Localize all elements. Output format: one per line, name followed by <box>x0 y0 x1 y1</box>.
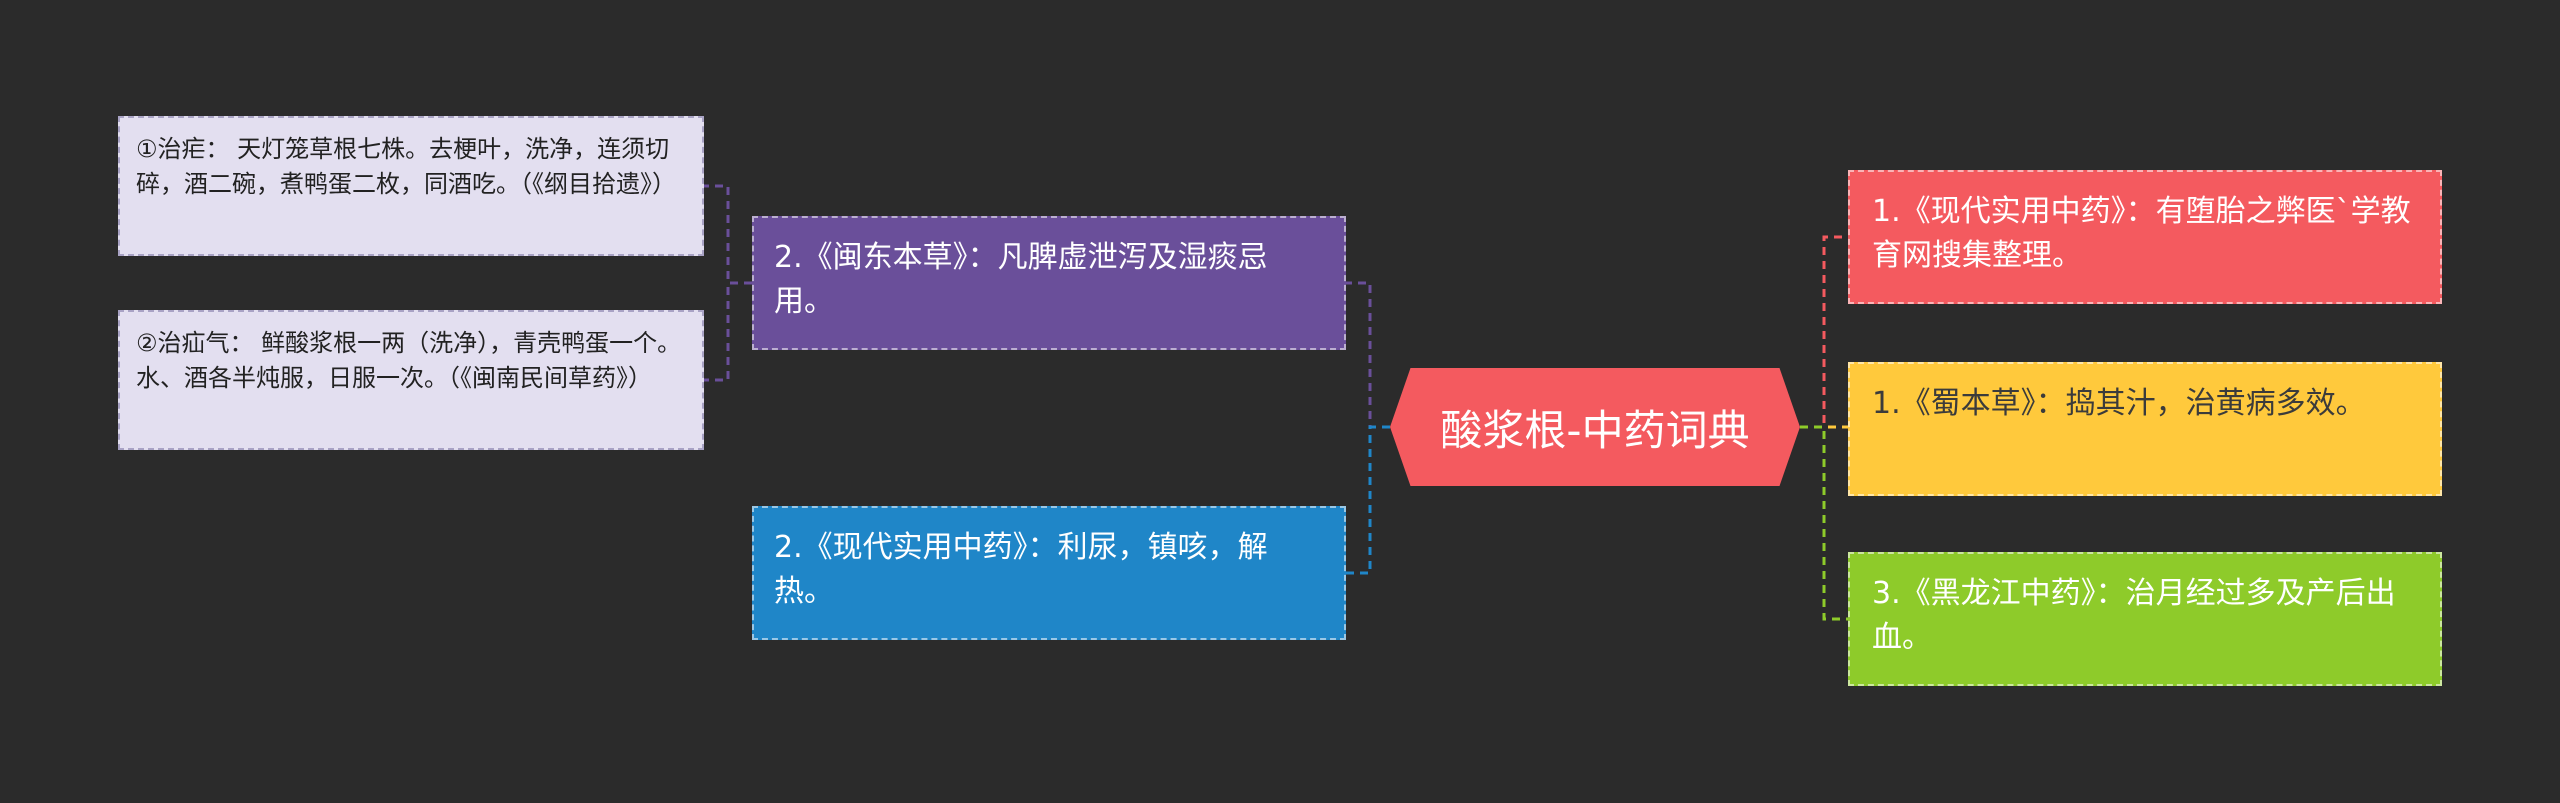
branch-node-text: 3.《黑龙江中药》：治月经过多及产后出血。 <box>1872 576 2396 655</box>
branch-node-mindong-bencao[interactable]: 2.《闽东本草》：凡脾虚泄泻及湿痰忌用。 <box>752 216 1346 350</box>
connector-center-r1 <box>1800 235 1848 429</box>
connector-l1-n2 <box>704 281 752 382</box>
central-topic-label: 酸浆根-中药词典 <box>1440 405 1750 455</box>
connector-center-r3 <box>1800 425 1848 621</box>
connector-center-l2 <box>1346 425 1390 575</box>
branch-node-shu-bencao[interactable]: 1.《蜀本草》：捣其汁，治黄病多效。 <box>1848 362 2442 496</box>
branch-node-heilongjiang-medicine[interactable]: 3.《黑龙江中药》：治月经过多及产后出血。 <box>1848 552 2442 686</box>
connector-center-l1 <box>1346 281 1390 429</box>
branch-node-text: 2.《闽东本草》：凡脾虚泄泻及湿痰忌用。 <box>774 240 1268 319</box>
branch-node-modern-practical-medicine-1[interactable]: 1.《现代实用中药》：有堕胎之弊医`学教育网搜集整理。 <box>1848 170 2442 304</box>
note-node-text: ①治疟： 天灯笼草根七株。去梗叶，洗净，连须切碎，酒二碗，煮鸭蛋二枚，同酒吃。（… <box>136 135 676 198</box>
branch-node-modern-practical-medicine-2[interactable]: 2.《现代实用中药》：利尿，镇咳，解热。 <box>752 506 1346 640</box>
branch-node-text: 1.《蜀本草》：捣其汁，治黄病多效。 <box>1872 386 2366 421</box>
note-node-treat-malaria[interactable]: ①治疟： 天灯笼草根七株。去梗叶，洗净，连须切碎，酒二碗，煮鸭蛋二枚，同酒吃。（… <box>118 116 704 256</box>
connector-l1-n1 <box>704 184 752 285</box>
note-node-text: ②治疝气： 鲜酸浆根一两（洗净），青壳鸭蛋一个。水、酒各半炖服，日服一次。（《闽… <box>136 329 682 392</box>
central-topic[interactable]: 酸浆根-中药词典 <box>1390 368 1800 486</box>
branch-node-text: 2.《现代实用中药》：利尿，镇咳，解热。 <box>774 530 1268 609</box>
branch-node-text: 1.《现代实用中药》：有堕胎之弊医`学教育网搜集整理。 <box>1872 194 2411 273</box>
note-node-treat-hernia[interactable]: ②治疝气： 鲜酸浆根一两（洗净），青壳鸭蛋一个。水、酒各半炖服，日服一次。（《闽… <box>118 310 704 450</box>
